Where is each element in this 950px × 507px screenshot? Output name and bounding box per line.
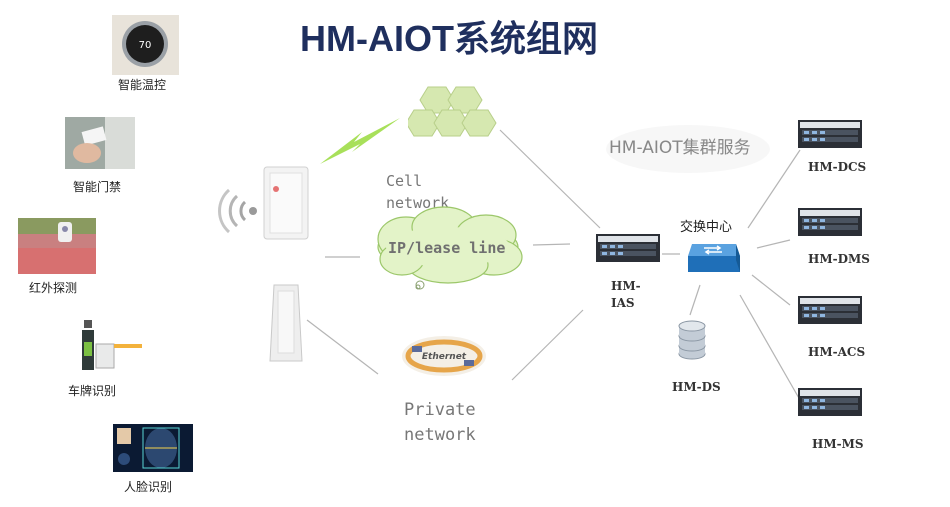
lease-line-cloud: [366, 205, 531, 295]
plate-recognition-image: [70, 318, 142, 374]
infrared-image: [18, 218, 96, 274]
label-infrared: 红外探测: [28, 281, 77, 295]
label-plate-recognition: 车牌识别: [67, 384, 116, 398]
line-lease-ias: [532, 243, 571, 246]
ds-label: HM-DS: [672, 380, 721, 394]
thermostat-image: 70: [112, 15, 179, 75]
cluster-label: HM-AIOT集群服务: [609, 138, 751, 158]
acs-label: HM-ACS: [808, 345, 866, 359]
dcs-server-icon: [796, 116, 864, 156]
lightning-icon: [320, 118, 400, 164]
dcs-label: HM-DCS: [808, 160, 867, 174]
ias-server-icon: [594, 230, 662, 270]
acs-server-icon: [796, 292, 864, 332]
ethernet-label: Ethernet: [422, 352, 467, 362]
lease-line-label: IP/lease line: [388, 239, 506, 257]
line-switch-ms: [739, 294, 801, 401]
label-thermostat: 智能温控: [117, 78, 166, 92]
thermostat-reading: 70: [139, 40, 152, 51]
cluster-cloud: [600, 118, 775, 180]
dms-server-icon: [796, 204, 864, 244]
cell-mesh-icon: [405, 82, 498, 142]
face-recognition-image: [113, 424, 193, 472]
line-switch-acs: [751, 274, 791, 306]
label-face-recognition: 人脸识别: [123, 480, 172, 494]
line-panel-private: [306, 319, 379, 375]
gateway-device-image: [262, 165, 312, 243]
database-icon: [676, 318, 708, 366]
ms-server-icon: [796, 384, 864, 424]
line-switch-ds: [689, 284, 701, 316]
switch-label: 交换中心: [680, 220, 733, 235]
access-control-image: [65, 117, 135, 169]
line-mesh-ias: [499, 129, 601, 229]
switch-icon: [682, 236, 742, 284]
ias-label: HM- IAS: [611, 279, 641, 310]
dms-label: HM-DMS: [808, 252, 870, 266]
private-network-label: Private network: [404, 400, 476, 445]
ethernet-ring-icon: Ethernet: [398, 326, 490, 384]
wifi-icon: [215, 188, 260, 238]
page-title: HM-AIOT系统组网: [300, 18, 598, 59]
ms-label: HM-MS: [812, 437, 864, 451]
label-access-control: 智能门禁: [72, 180, 121, 194]
line-switch-dms: [756, 239, 791, 249]
panel-device-image: [268, 283, 304, 368]
line-private-ias: [511, 309, 584, 381]
line-switch-dcs: [747, 149, 801, 229]
